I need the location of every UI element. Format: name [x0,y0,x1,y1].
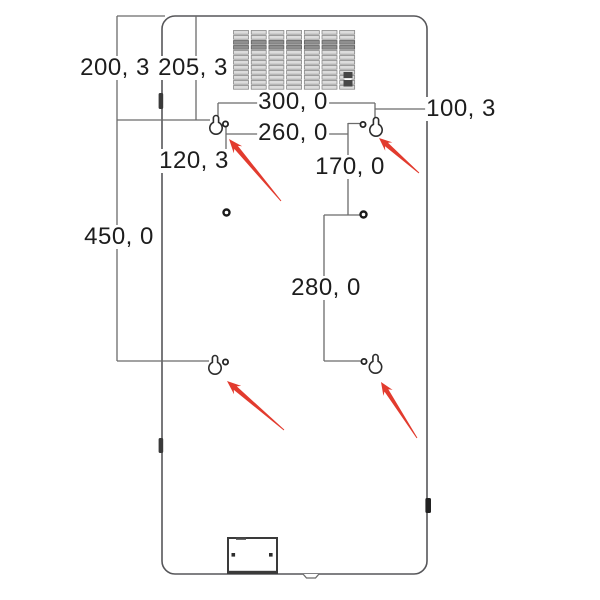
screw-hole-bottom-left [221,358,229,366]
right-edge-tab [425,498,431,513]
dimension-label-120-3: 120, 3 [158,147,230,174]
keyhole-slots [208,114,383,375]
red-arrow-icon-bottom-left [227,381,285,431]
grille-rating-mark [343,72,353,87]
arrow-annotations [227,138,420,439]
screw-hole-bottom-right [360,357,368,365]
keyhole-slot-top-right [369,116,383,137]
dimension-label-300-0: 300, 0 [257,88,329,115]
pilot-hole-left [222,208,231,217]
cable-entry-box [227,537,278,574]
red-arrow-icon-top-left [229,139,282,202]
screw-hole-top-left [221,120,229,128]
keyhole-slot-top-left [209,114,223,135]
screw-holes [221,120,368,366]
keyhole-slot-bottom-right [368,353,383,374]
screw-hole-top-right [359,121,367,129]
dimension-label-170-0: 170, 0 [314,153,386,180]
dimension-label-260-0: 260, 0 [257,119,329,146]
left-edge-tab-upper [158,93,164,109]
red-arrow-icon-top-right [379,138,420,174]
pilot-holes [222,208,368,219]
vent-grille [233,30,356,90]
keyhole-slot-bottom-left [208,354,222,375]
red-arrow-icon-bottom-right [381,382,418,439]
dimension-label-200-3: 200, 3 [79,54,151,81]
dimension-label-205-3: 205, 3 [157,54,229,81]
dimension-label-280-0: 280, 0 [290,274,362,301]
left-edge-tab-lower [158,438,164,453]
pilot-hole-right [359,210,368,219]
dimension-label-100-3: 100, 3 [425,95,497,122]
bottom-drain-notch [302,573,320,579]
dimension-label-450-0: 450, 0 [83,223,155,250]
